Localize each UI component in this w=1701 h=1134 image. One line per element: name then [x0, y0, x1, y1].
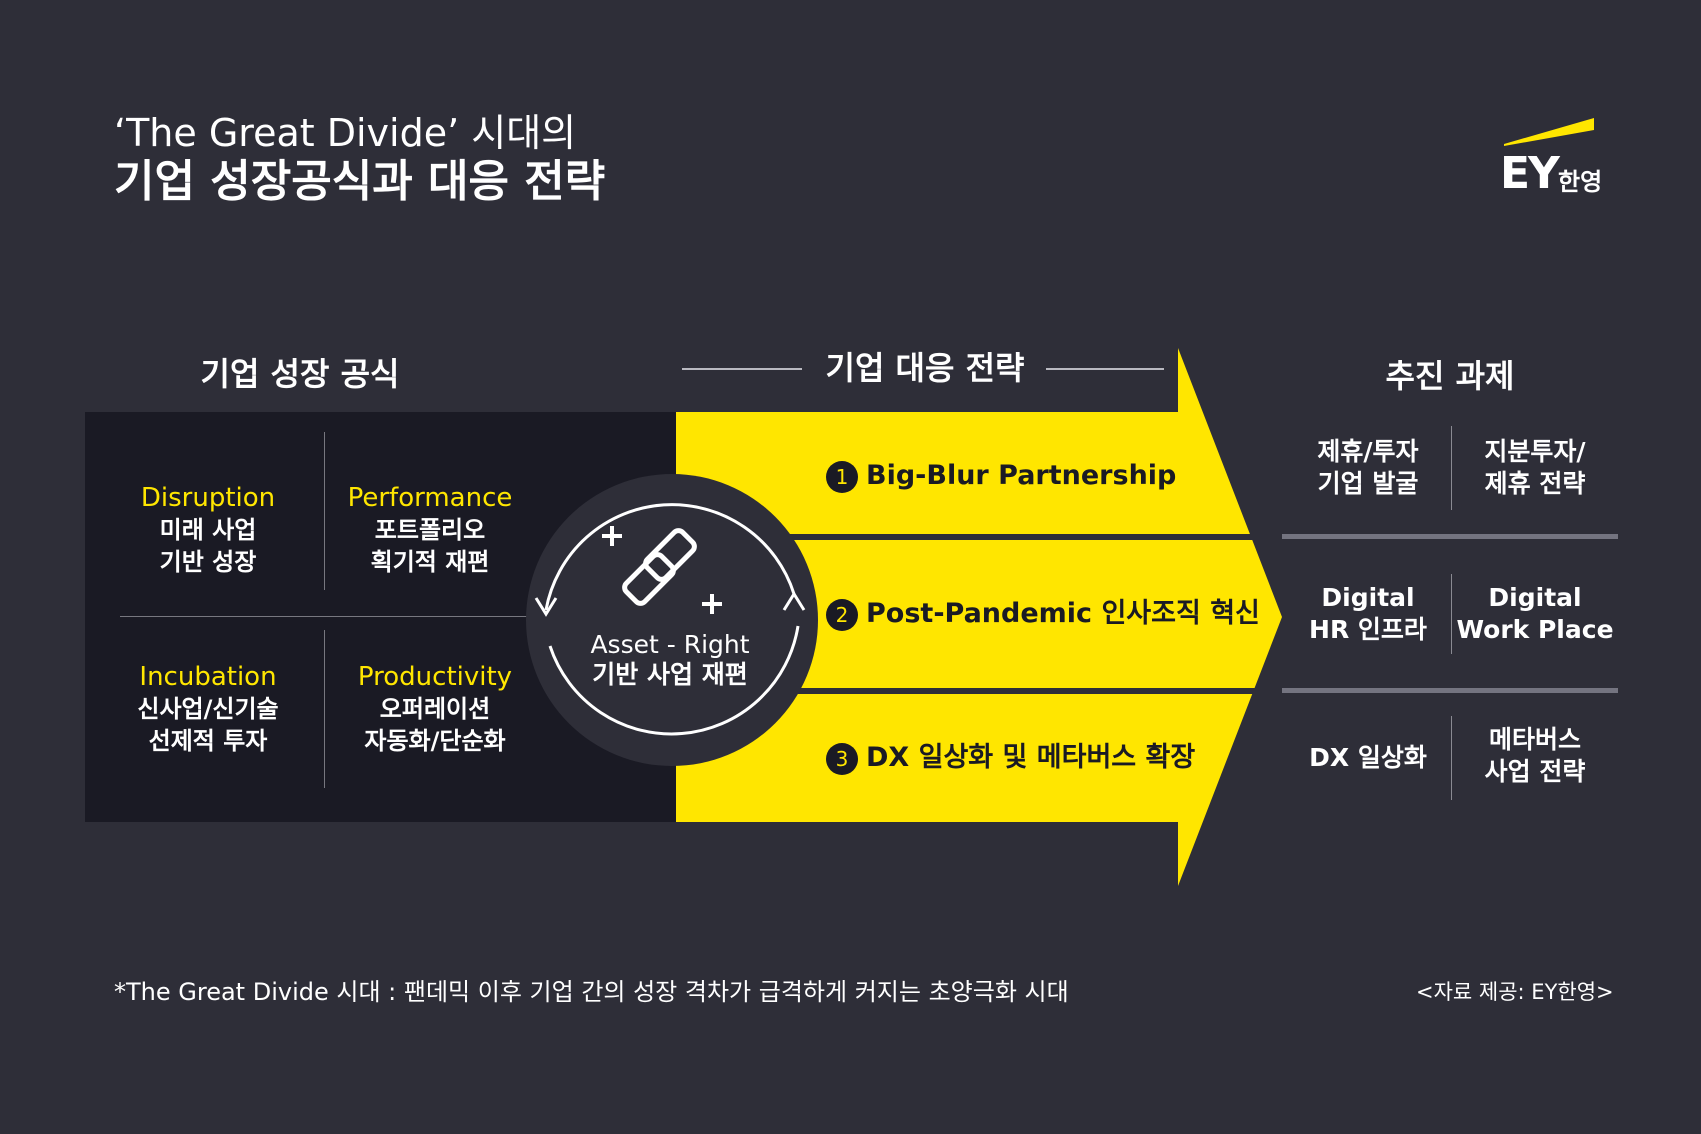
link-chain-icon [622, 528, 697, 606]
cycle-arrow-left-icon [534, 597, 558, 617]
task-line: 제휴 전략 [1484, 469, 1586, 498]
task-line: Work Place [1456, 615, 1614, 644]
formula-cell-en: Disruption [140, 483, 276, 513]
strategy-number: 2 [826, 598, 858, 631]
strategy-heading-line-left [682, 368, 802, 370]
formula-divider-v-bottom [324, 630, 325, 788]
formula-cell-ko: 오퍼레이션 [379, 695, 491, 723]
strategy-heading-line-right [1046, 368, 1164, 370]
strategy-label: DX 일상화 및 메타버스 확장 [866, 742, 1196, 773]
task-1b: 지분투자/ 제휴 전략 [1455, 436, 1615, 500]
task-divider-v-1 [1451, 426, 1452, 510]
task-line: HR 인프라 [1309, 615, 1427, 644]
tasks-heading: 추진 과제 [1385, 357, 1515, 395]
task-2b: Digital Work Place [1455, 582, 1615, 646]
task-line: 지분투자/ [1484, 437, 1586, 466]
formula-cell-ko: 자동화/단순화 [364, 727, 506, 755]
title-line-1: ‘The Great Divide’ 시대의 [114, 111, 577, 155]
formula-cell-en: Performance [347, 483, 513, 513]
strategy-item-1: 1 Big-Blur Partnership [826, 458, 1176, 494]
formula-cell-incubation: Incubation 신사업/신기술 선제적 투자 [98, 661, 318, 757]
formula-divider-h [120, 616, 540, 617]
asset-right-circle [526, 474, 818, 766]
formula-cell-ko: 기반 성장 [159, 548, 257, 576]
cycle-arrow-right-icon [782, 591, 806, 611]
task-line: Digital [1321, 583, 1415, 612]
title-line-2: 기업 성장공식과 대응 전략 [114, 156, 606, 207]
task-line: 사업 전략 [1484, 757, 1586, 786]
strategy-label: Post-Pandemic 인사조직 혁신 [866, 598, 1260, 629]
formula-cell-ko: 포트폴리오 [374, 516, 486, 544]
formula-cell-disruption: Disruption 미래 사업 기반 성장 [98, 482, 318, 578]
task-line: Digital [1488, 583, 1582, 612]
task-2a: Digital HR 인프라 [1288, 582, 1448, 646]
formula-cell-ko: 획기적 재편 [370, 548, 490, 576]
center-label-ko: 기반 사업 재편 [592, 660, 748, 689]
strategy-item-3: 3 DX 일상화 및 메타버스 확장 [826, 740, 1195, 776]
strategy-number: 3 [826, 742, 858, 775]
strategy-label: Big-Blur Partnership [866, 460, 1177, 491]
footnote: *The Great Divide 시대 : 팬데믹 이후 기업 간의 성장 격… [114, 978, 1069, 1006]
task-3b: 메타버스 사업 전략 [1455, 724, 1615, 788]
formula-cell-performance: Performance 포트폴리오 획기적 재편 [320, 482, 540, 578]
formula-cell-ko: 선제적 투자 [148, 727, 268, 755]
formula-cell-en: Incubation [139, 662, 277, 692]
plus-icon [602, 526, 722, 614]
task-line: 제휴/투자 [1317, 437, 1419, 466]
strategy-number: 1 [826, 460, 858, 493]
logo-beam-icon [1504, 118, 1594, 146]
strategy-heading: 기업 대응 전략 [825, 349, 1025, 387]
formula-divider-v-top [324, 432, 325, 590]
strategy-item-2: 2 Post-Pandemic 인사조직 혁신 [826, 596, 1260, 632]
task-divider-v-3 [1451, 716, 1452, 800]
formula-cell-ko: 미래 사업 [159, 516, 257, 544]
logo-mark: EY [1500, 148, 1560, 199]
task-1a: 제휴/투자 기업 발굴 [1288, 436, 1448, 500]
task-divider-v-2 [1451, 574, 1452, 654]
formula-cell-ko: 신사업/신기술 [137, 695, 279, 723]
task-line: 메타버스 [1488, 725, 1581, 754]
task-line: DX 일상화 [1309, 743, 1427, 772]
formula-heading: 기업 성장 공식 [200, 355, 400, 393]
center-label-en: Asset - Right [590, 630, 750, 659]
formula-cell-en: Productivity [357, 662, 513, 692]
ey-logo: EY 한영 [1500, 118, 1620, 199]
task-line: 기업 발굴 [1317, 469, 1419, 498]
logo-korean: 한영 [1558, 168, 1603, 196]
task-3a: DX 일상화 [1288, 742, 1448, 774]
source-credit: <자료 제공: EY한영> [1416, 980, 1614, 1004]
task-divider-h-2 [1282, 688, 1618, 693]
formula-cell-productivity: Productivity 오퍼레이션 자동화/단순화 [325, 661, 545, 757]
task-divider-h-1 [1282, 534, 1618, 539]
